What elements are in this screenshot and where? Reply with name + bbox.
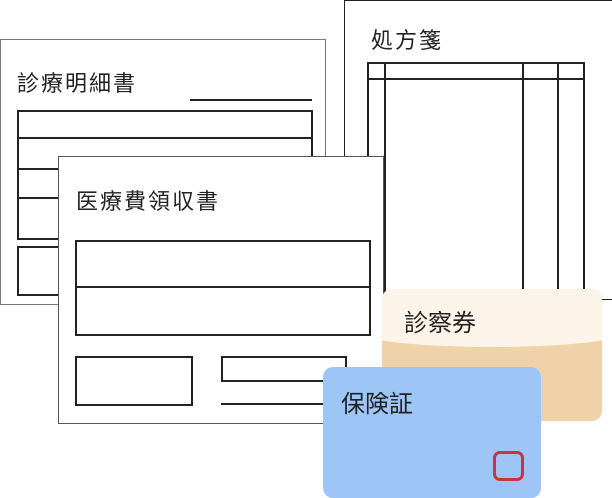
receipt-amount-table xyxy=(75,240,371,336)
medical-statement-title: 診療明細書 xyxy=(17,72,138,97)
medical-receipt-title: 医療費領収書 xyxy=(76,190,221,215)
insurance-card-title: 保険証 xyxy=(341,390,413,418)
patient-card-title: 診察券 xyxy=(404,309,476,337)
signature-line xyxy=(190,99,312,101)
insurance-card: 保険証 xyxy=(323,367,541,498)
prescription-table xyxy=(367,62,585,322)
prescription-document: 処方箋 xyxy=(344,0,612,322)
receipt-signature-line xyxy=(221,403,347,405)
table-column-divider xyxy=(384,62,386,302)
table-column-divider xyxy=(522,62,524,302)
table-row-divider xyxy=(75,286,371,288)
patient-card-top-band xyxy=(382,289,602,347)
table-row-divider xyxy=(17,137,313,139)
ic-chip-icon xyxy=(493,451,524,481)
receipt-stamp-box xyxy=(75,356,193,406)
table-header-divider xyxy=(367,78,585,80)
prescription-title: 処方箋 xyxy=(371,29,444,54)
table-column-divider xyxy=(557,62,559,302)
